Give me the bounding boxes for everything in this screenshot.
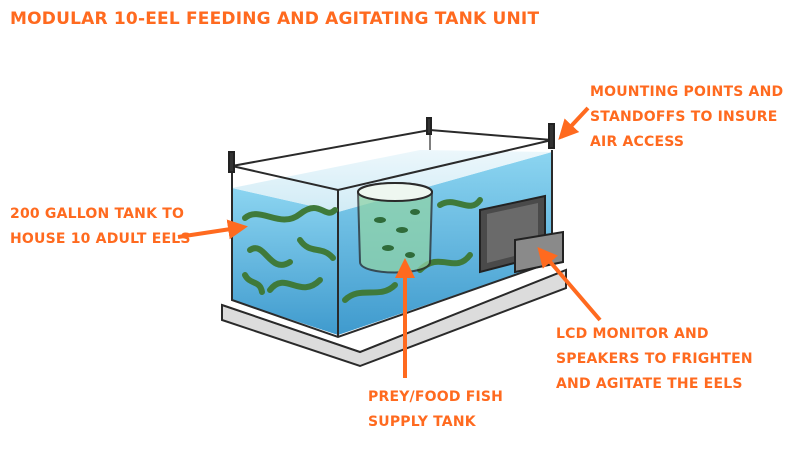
callout-arrows (177, 106, 602, 378)
tank-base (221, 268, 567, 368)
arrow-mounting (558, 106, 590, 140)
label-tank: 200 GALLON TANK TO HOUSE 10 ADULT EELS (10, 206, 191, 247)
lcd-monitor (479, 194, 564, 274)
arrow-tank (177, 219, 248, 240)
mounting-posts (228, 117, 555, 173)
prey-supply-tank (356, 182, 434, 274)
diagram-title: MODULAR 10-EEL FEEDING AND AGITATING TAN… (10, 9, 540, 29)
label-mounting-points: MOUNTING POINTS AND STANDOFFS TO INSURE … (590, 84, 784, 150)
label-prey-tank: PREY/FOOD FISH SUPPLY TANK (368, 389, 504, 430)
arrow-lcd (537, 246, 602, 322)
label-lcd-monitor: LCD MONITOR AND SPEAKERS TO FRIGHTEN AND… (556, 326, 753, 392)
